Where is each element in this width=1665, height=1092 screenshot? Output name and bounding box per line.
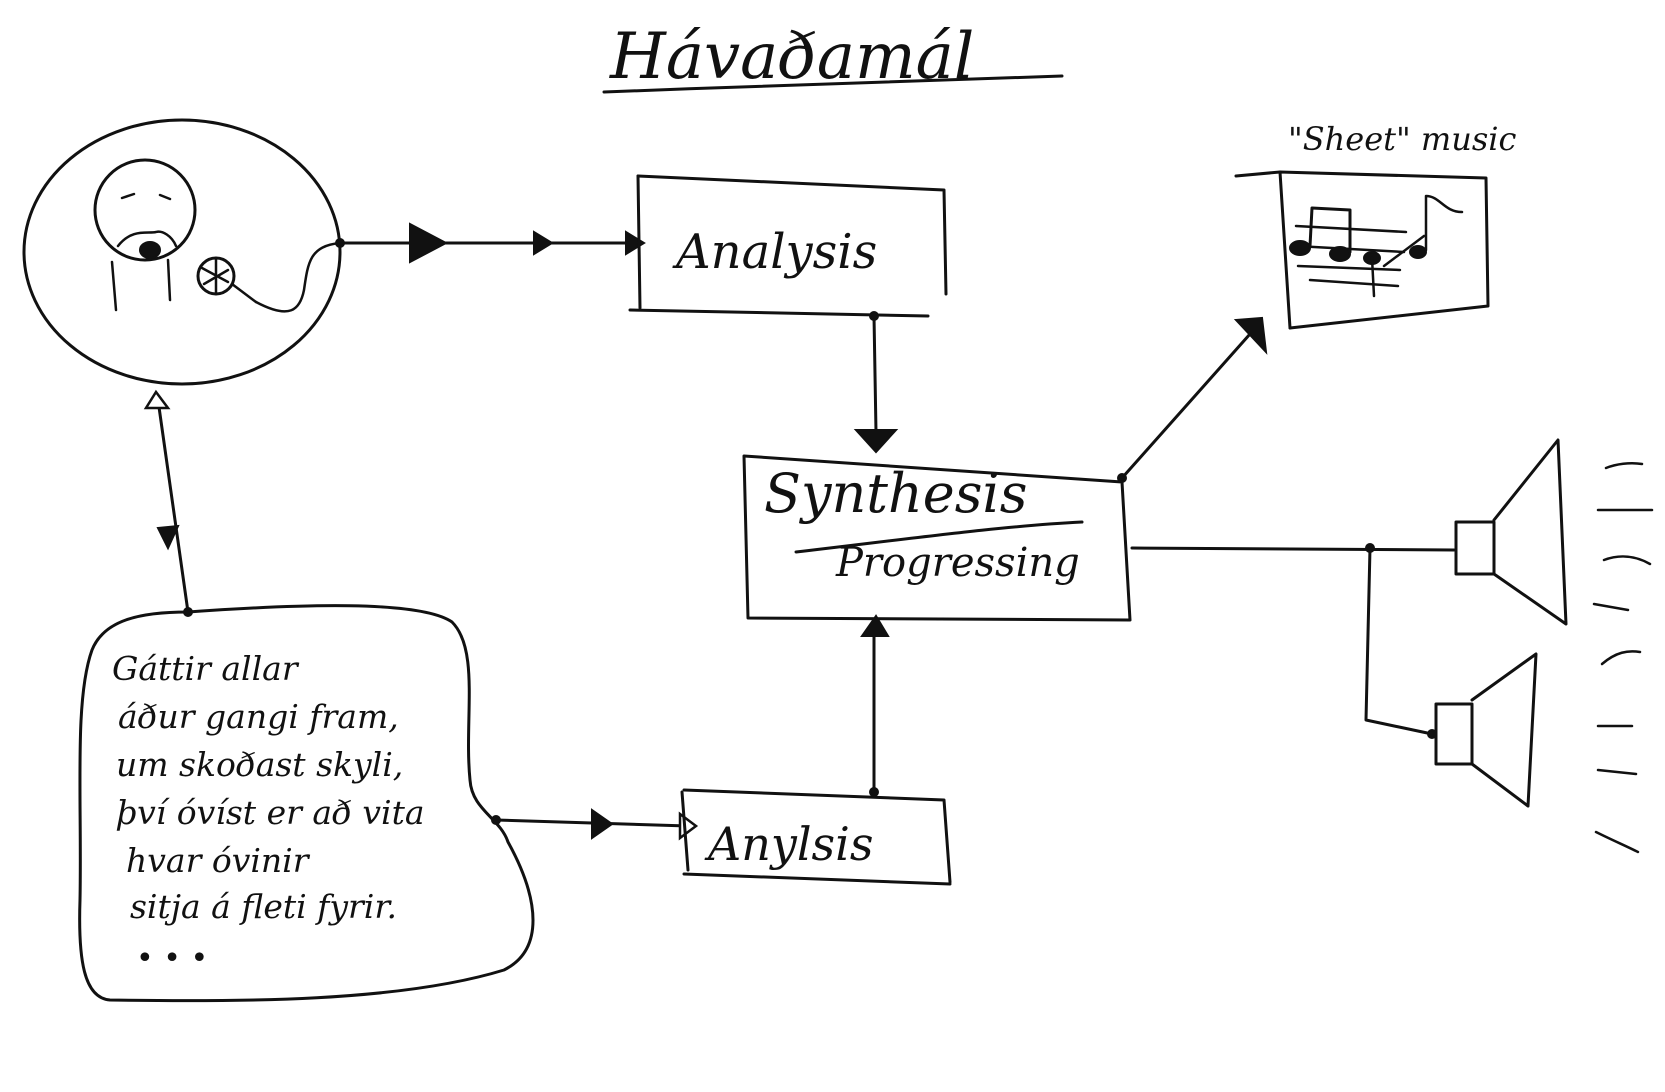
analysis-top-node: Analysis (628, 174, 948, 318)
synthesis-label: Synthesis (764, 462, 1027, 525)
poem-line: hvar óvinir (126, 841, 311, 880)
poem-node: Gáttir allar áður gangi fram, um skoðast… (78, 604, 535, 1003)
edge-singer-to-analysis (335, 222, 646, 264)
synthesis-node: Synthesis Progressing (742, 454, 1132, 622)
title: Hávaðamál (602, 20, 1064, 94)
analysis-bottom-label: Anylsis (704, 817, 873, 871)
title-text: Hávaðamál (609, 20, 974, 94)
poem-line: Gáttir allar (112, 649, 300, 688)
progressing-label: Progressing (835, 540, 1080, 586)
poem-line: um skoðast skyli, (116, 745, 403, 784)
edge-synthesis-to-sheet (1117, 316, 1268, 483)
edge-synthesis-to-speakers (1130, 543, 1456, 739)
loudspeaker-icon (1454, 438, 1654, 626)
edge-analysis-to-synthesis (853, 311, 899, 454)
poem-line: því óvíst er að vita (116, 793, 425, 832)
synthesis-divider (794, 520, 1084, 554)
poem-line: sitja á fleti fyrir. (130, 887, 397, 926)
sheet-music-icon (1289, 194, 1464, 298)
edge-poem-to-singer (143, 389, 193, 617)
sheet-music-label: "Sheet" music (1288, 120, 1516, 158)
title-underline (602, 74, 1064, 94)
sheet-music-node: "Sheet" music (1234, 120, 1516, 330)
poem-ellipsis: • • • (136, 941, 208, 976)
singer-node (22, 118, 342, 386)
poem-cloud (78, 604, 535, 1003)
poem-line: áður gangi fram, (118, 697, 399, 736)
singer-with-microphone-icon (93, 158, 342, 313)
singer-circle (22, 118, 342, 386)
loudspeaker-icon (1434, 650, 1642, 854)
edge-analysis-bottom-to-synthesis (860, 614, 890, 797)
analysis-top-label: Analysis (672, 224, 877, 280)
analysis-bottom-node: Anylsis (680, 788, 952, 886)
edge-poem-to-analysis (491, 808, 699, 841)
